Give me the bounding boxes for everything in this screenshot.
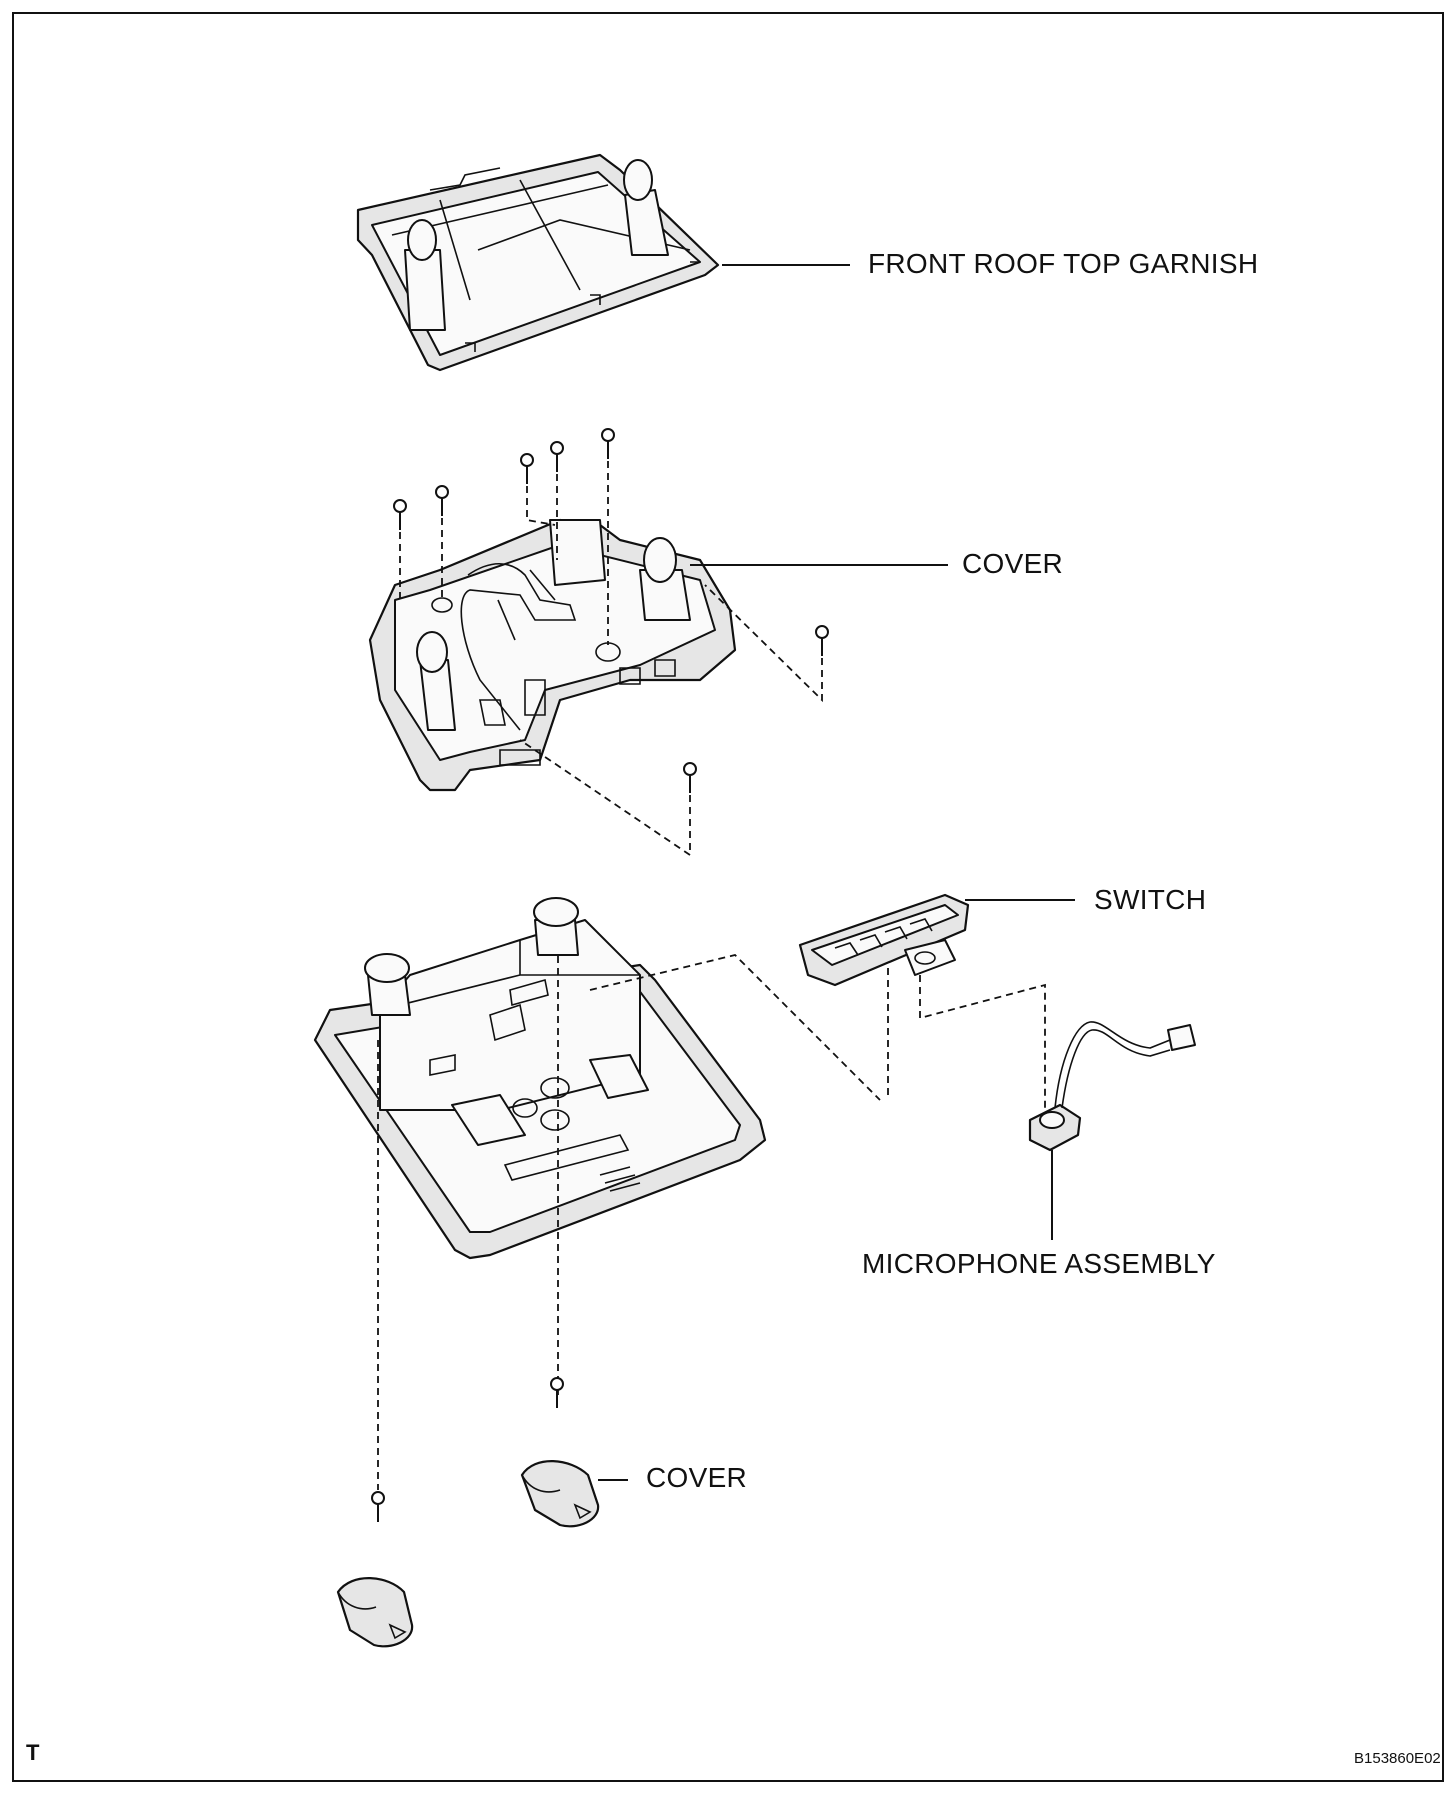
- corner-mark: T: [26, 1740, 40, 1765]
- microphone-assembly-label: MICROPHONE ASSEMBLY: [862, 1248, 1216, 1279]
- microphone-assembly-part: [1028, 1021, 1196, 1240]
- cover-lower-second-part: [336, 1577, 414, 1648]
- cover-upper-label: COVER: [962, 548, 1064, 579]
- cover-lower-part: [520, 1460, 628, 1528]
- roof-console-assembly: [313, 897, 881, 1490]
- cover-upper-part: [368, 518, 948, 792]
- screw-group-lower: [371, 1377, 564, 1522]
- figure-id: B153860E02: [1354, 1750, 1441, 1767]
- screw-group-upper: [393, 428, 829, 857]
- diagram-frame: [12, 12, 1444, 1782]
- switch-part: [798, 893, 1075, 1110]
- front-roof-top-garnish-label: FRONT ROOF TOP GARNISH: [868, 248, 1259, 279]
- cover-lower-label: COVER: [646, 1462, 748, 1493]
- front-roof-top-garnish-part: [356, 153, 850, 372]
- switch-label: SWITCH: [1094, 884, 1207, 915]
